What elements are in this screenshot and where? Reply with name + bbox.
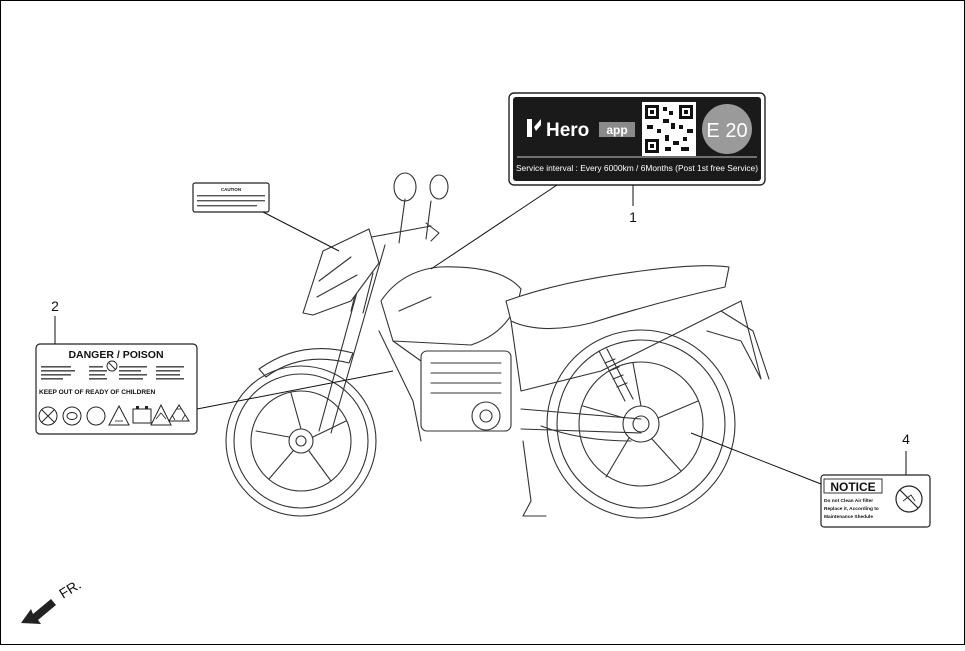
label-2-danger-poison: DANGER / POISON KEEP OUT OF READY OF CHI… <box>35 343 198 435</box>
fr-direction-label: FR. <box>56 576 84 602</box>
recycle-icon <box>168 404 190 422</box>
front-arrow-icon <box>21 599 56 624</box>
rear-wheel <box>546 329 736 519</box>
hero-brand-text: Hero <box>546 120 589 141</box>
front-direction-indicator: FR. <box>21 576 84 624</box>
explosion-warning-icon <box>150 403 172 426</box>
no-smoking-icon <box>106 360 118 372</box>
callout-1: 1 <box>629 209 637 225</box>
warning-text-blocks <box>41 366 184 380</box>
read-manual-icon <box>86 406 106 426</box>
notice-line-3: Maintenance Shedule <box>824 514 873 520</box>
label-1-service: Hero app E 20 Service interval : Every 6… <box>508 92 766 186</box>
acid-warning-icon <box>108 404 130 426</box>
label-1-panel <box>513 97 761 181</box>
service-interval-text: Service interval : Every 6000km / 6Month… <box>516 163 758 173</box>
e20-badge <box>702 104 752 154</box>
no-flame-icon <box>38 406 58 426</box>
engine <box>420 350 512 432</box>
callout-4: 4 <box>902 431 910 447</box>
label-3-caution: CAUTION <box>192 182 270 213</box>
callout-2: 2 <box>51 298 59 314</box>
hazard-icons <box>38 403 190 426</box>
notice-line-1: Do not Clean Air filter <box>824 498 873 504</box>
app-badge <box>599 122 635 137</box>
no-cleaning-air-filter-icon <box>895 485 923 513</box>
qr-code-icon <box>642 102 696 156</box>
front-wheel <box>225 365 377 517</box>
caution-title: CAUTION <box>221 187 241 192</box>
label-4-notice: NOTICE Do not Clean Air filter Replace i… <box>820 474 931 528</box>
motorcycle-drawing <box>225 172 770 519</box>
app-badge-text: app <box>606 123 627 137</box>
hero-logo-icon <box>527 119 541 137</box>
danger-poison-title: DANGER / POISON <box>68 349 163 361</box>
notice-title: NOTICE <box>830 480 875 494</box>
notice-line-2: Replace it, According to <box>824 506 879 512</box>
keep-out-warning: KEEP OUT OF READY OF CHILDREN <box>39 389 155 396</box>
battery-icon <box>132 406 152 424</box>
e20-badge-text: E 20 <box>706 120 747 142</box>
eye-protection-icon <box>62 406 82 426</box>
